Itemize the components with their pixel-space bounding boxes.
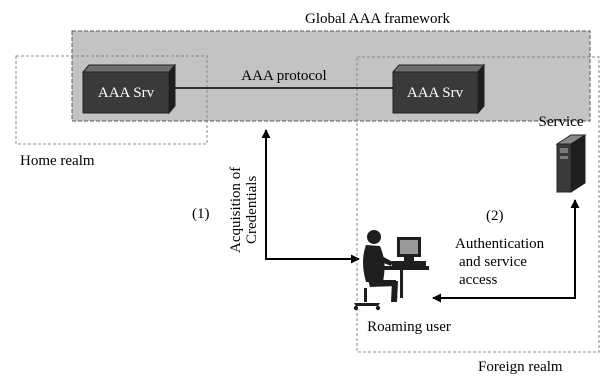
foreign-realm-label: Foreign realm [478,359,563,375]
foreign-aaa-server: AAA Srv [391,63,486,115]
home-aaa-server: AAA Srv [81,63,177,115]
step1-label-line2: Credentials [244,176,260,244]
global-framework-label: Global AAA framework [305,11,450,27]
authentication-arrow [432,199,580,303]
step2-label-line1: Authentication [455,236,545,252]
step2-number: (2) [486,208,504,224]
home-realm-box [15,55,208,145]
roaming-user-label: Roaming user [367,319,451,335]
foreign-aaa-server-label: AAA Srv [407,85,464,101]
step1-label-line1: Acquisition of [228,167,244,253]
step2-label-line3: access [459,272,497,288]
step1-number: (1) [192,206,210,222]
credentials-arrow [261,129,360,264]
step2-label-line2: and service [459,254,527,270]
aaa-protocol-label: AAA protocol [241,68,326,84]
home-aaa-server-label: AAA Srv [98,85,155,101]
service-label: Service [539,114,584,130]
service-server-icon [555,134,587,193]
home-realm-label: Home realm [20,153,95,169]
roaming-user-icon [353,230,429,311]
